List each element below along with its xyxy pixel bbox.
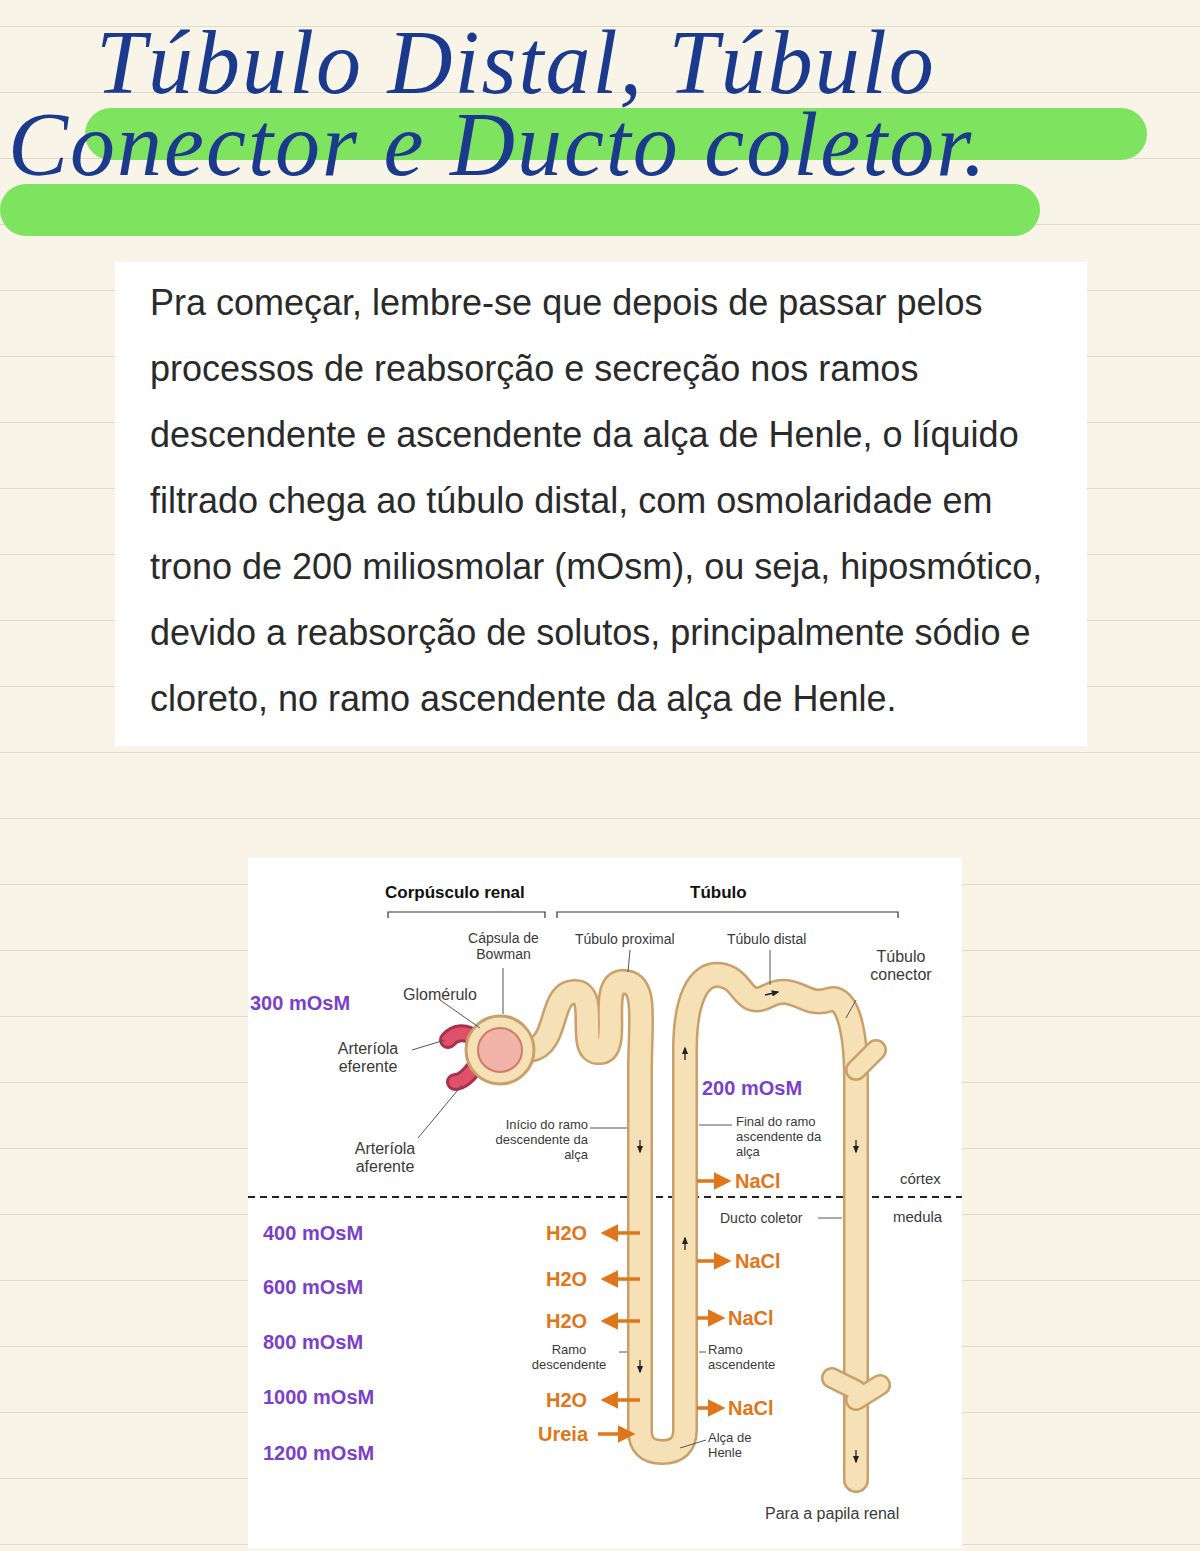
- part-name: Arteríola eferente: [326, 1040, 410, 1077]
- illustration-panel: [248, 858, 962, 1548]
- osmolarity-value: 1000 mOsM: [263, 1386, 374, 1409]
- part-name: Para a papila renal: [765, 1505, 899, 1523]
- part-name: Túbulo conector: [860, 948, 942, 985]
- transport-label: H2O: [546, 1222, 587, 1245]
- part-name: Arteríola aferente: [343, 1140, 427, 1177]
- osmolarity-value: 300 mOsM: [250, 992, 350, 1015]
- brackets: [388, 912, 898, 918]
- highlight: [0, 184, 1040, 236]
- osmolarity-value: 800 mOsM: [263, 1331, 363, 1354]
- part-name: Ramo ascendente: [708, 1343, 803, 1373]
- transport-label: NaCl: [735, 1250, 781, 1273]
- bracket-heading: Corpúsculo renal: [385, 883, 525, 903]
- transport-arrows: [598, 1181, 728, 1434]
- nephron-tubule: [530, 975, 880, 1480]
- part-name: medula: [893, 1208, 942, 1225]
- osmolarity-value: 400 mOsM: [263, 1222, 363, 1245]
- handwritten-title: Túbulo Distal, Túbulo Conector e Ducto c…: [8, 22, 1188, 186]
- transport-label: NaCl: [735, 1170, 781, 1193]
- bowman-capsule: [466, 1016, 534, 1084]
- flow-arrows: [640, 992, 856, 1462]
- part-name: Túbulo distal: [727, 931, 806, 947]
- part-name: córtex: [900, 1170, 941, 1187]
- transport-label: H2O: [546, 1310, 587, 1333]
- osmolarity-value: 600 mOsM: [263, 1276, 363, 1299]
- part-name: Ducto coletor: [720, 1210, 802, 1226]
- glomerulus: [478, 1028, 522, 1072]
- leader-lines: [412, 950, 856, 1448]
- text-card: Pra começar, lembre-se que depois de pas…: [115, 262, 1087, 746]
- osmolarity-value: 1200 mOsM: [263, 1442, 374, 1465]
- part-name: Final do ramo ascendente da alça: [736, 1115, 844, 1160]
- part-name: Túbulo proximal: [575, 931, 675, 947]
- osmolarity-value: 200 mOsM: [702, 1077, 802, 1100]
- transport-label: NaCl: [728, 1307, 774, 1330]
- transport-label: Ureia: [538, 1423, 588, 1446]
- paragraph: Pra começar, lembre-se que depois de pas…: [150, 270, 1055, 732]
- transport-label: NaCl: [728, 1397, 774, 1420]
- part-name: Alça de Henle: [708, 1431, 770, 1461]
- part-name: Cápsula de Bowman: [455, 930, 552, 962]
- part-name: Glomérulo: [403, 986, 477, 1004]
- transport-label: H2O: [546, 1268, 587, 1291]
- bracket-heading: Túbulo: [690, 883, 747, 903]
- part-name: Ramo descendente: [520, 1343, 618, 1373]
- part-name: Início do ramo descendente da alça: [470, 1118, 588, 1163]
- transport-label: H2O: [546, 1389, 587, 1412]
